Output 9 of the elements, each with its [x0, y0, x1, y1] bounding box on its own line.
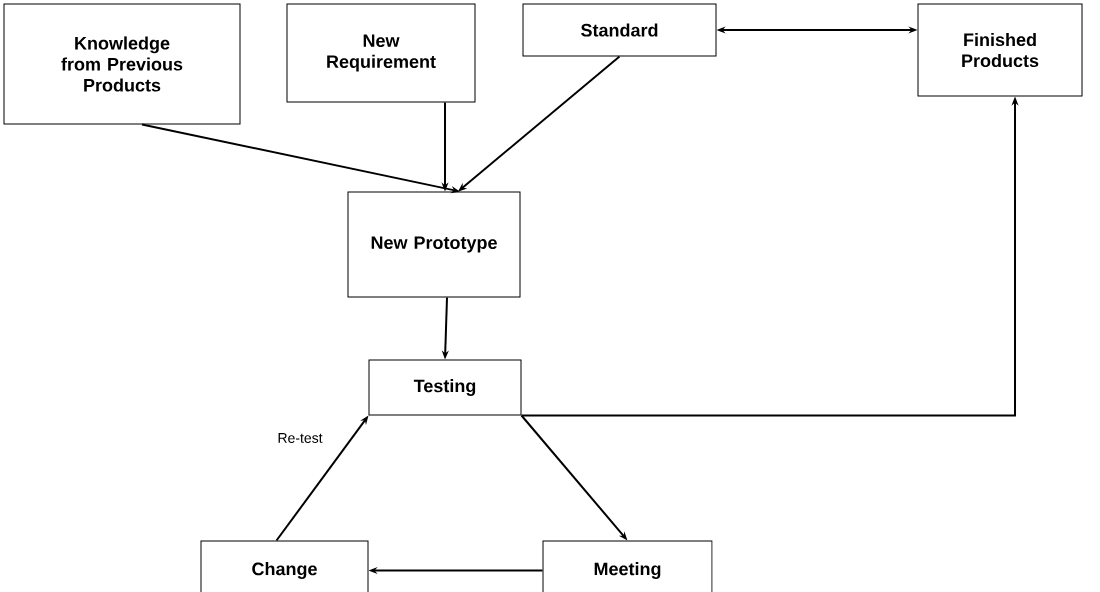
process-box: Finished Products — [917, 3, 1083, 97]
process-box: Change — [200, 540, 369, 592]
process-box: Knowledge from Previous Products — [3, 3, 241, 125]
process-box: New Prototype — [347, 191, 521, 298]
process-box: Testing — [368, 359, 522, 416]
process-box: Meeting — [542, 540, 713, 592]
process-box: Standard — [522, 3, 717, 57]
edge-label: Re-test — [278, 433, 323, 443]
process-box: New Requirement — [286, 3, 476, 103]
